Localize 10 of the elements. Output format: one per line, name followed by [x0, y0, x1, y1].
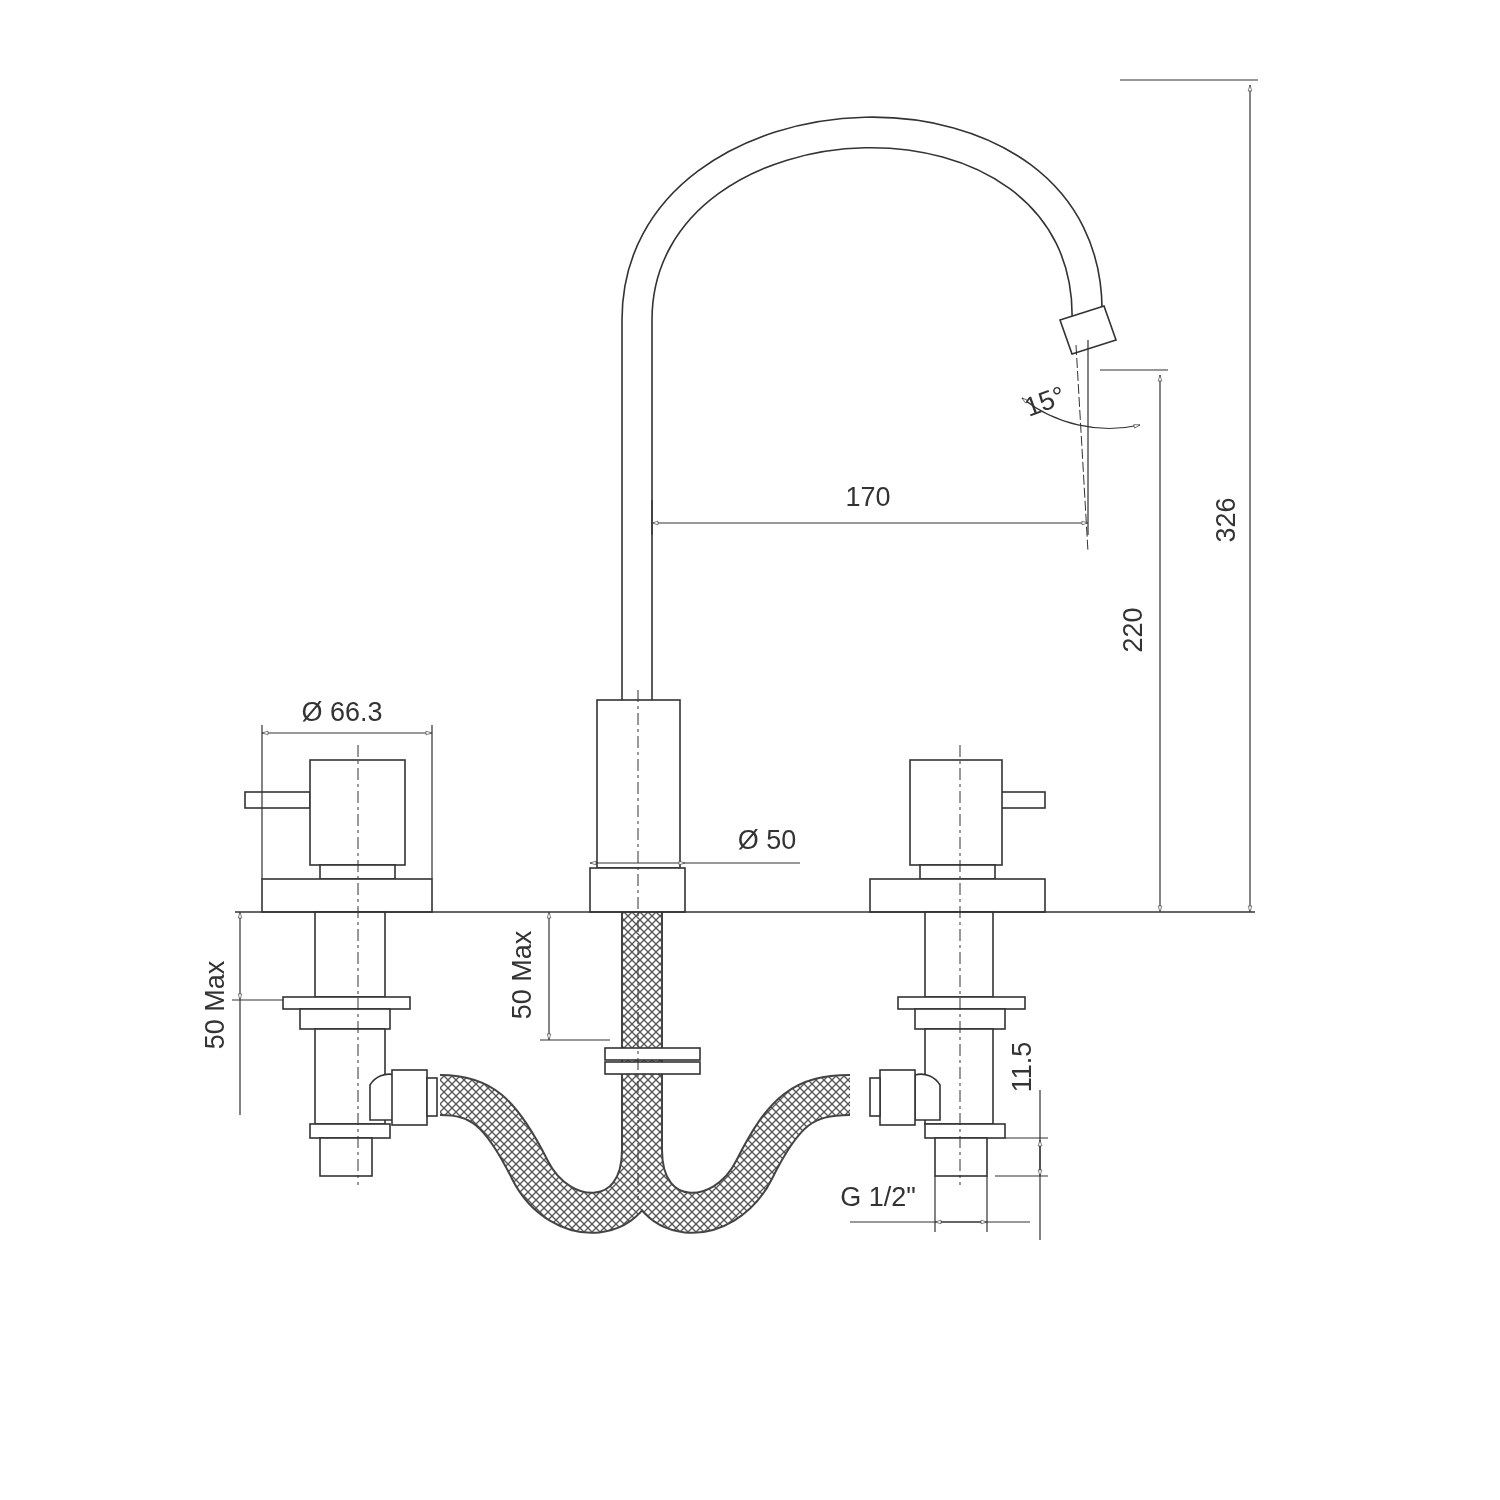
dimension-label: Ø 50: [737, 826, 797, 854]
dimension-label: 15°: [1021, 382, 1069, 422]
dimension-label: 11.5: [1008, 1041, 1036, 1093]
dimension-label: 326: [1212, 497, 1240, 543]
dimension-label: 50 Max: [508, 930, 536, 1020]
dimension-label: 50 Max: [201, 960, 229, 1050]
dimension-label: 220: [1119, 607, 1147, 653]
dimension-label: G 1/2": [840, 1183, 916, 1211]
dimension-label: Ø 66.3: [301, 698, 383, 726]
dimension-label: 170: [845, 483, 891, 511]
